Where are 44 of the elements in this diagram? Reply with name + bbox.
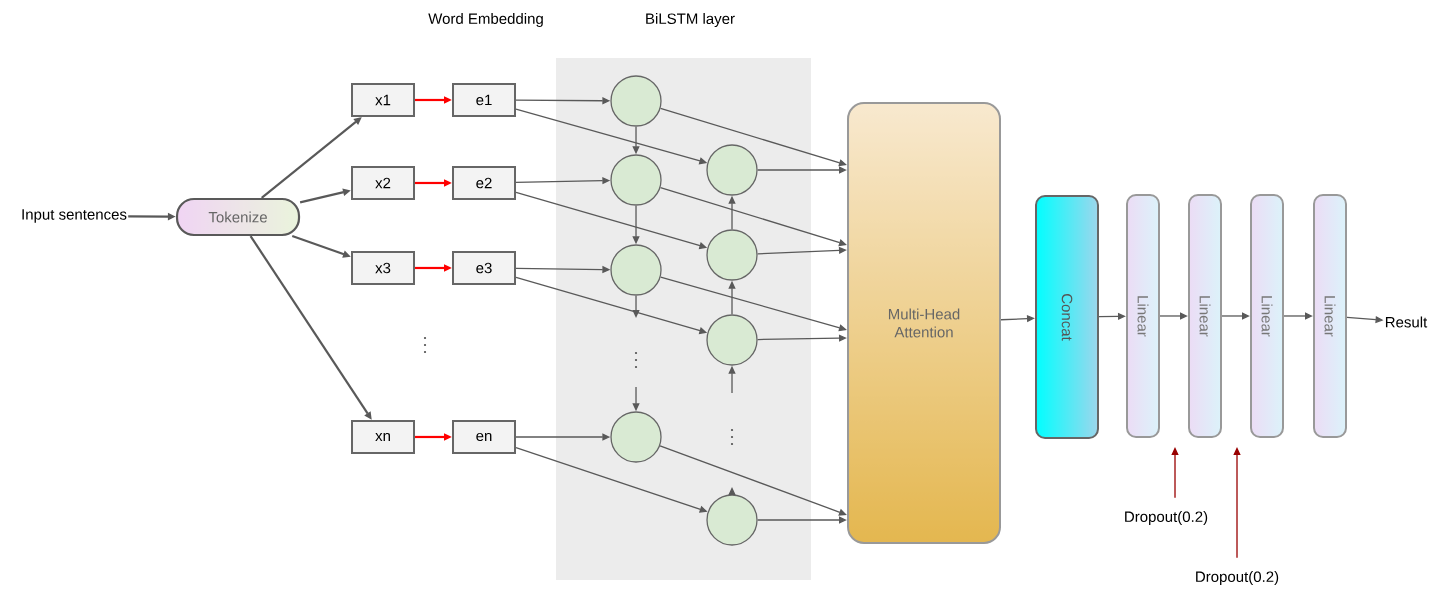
attention-block: Multi-Head Attention	[847, 102, 1001, 544]
node-label: BiLSTM layer	[646, 13, 735, 27]
lstm-cell-circle	[610, 411, 662, 463]
token-box: x1	[351, 83, 415, 117]
arrow	[1233, 447, 1241, 559]
arrow	[1283, 312, 1313, 320]
arrow	[660, 276, 847, 332]
arrow	[1159, 312, 1188, 320]
token-box: xn	[351, 420, 415, 454]
lstm-cell-circle	[610, 75, 662, 127]
text-label: Result	[1385, 316, 1428, 328]
token-box: en	[452, 420, 516, 454]
lstm-cell-circle	[706, 494, 758, 546]
token-box: x2	[351, 166, 415, 200]
linear-block: Linear	[1188, 194, 1222, 438]
lstm-cell-circle	[706, 229, 758, 281]
arrow	[757, 334, 847, 342]
linear-block: Linear	[1126, 194, 1160, 438]
arrow	[728, 487, 736, 496]
linear-block: Linear	[1250, 194, 1284, 438]
heading-label: Word Embedding	[428, 13, 543, 27]
text-label: Dropout(0.2)	[1125, 511, 1208, 525]
arrow	[1221, 312, 1250, 320]
arrow	[757, 246, 847, 255]
lstm-cell-circle	[610, 244, 662, 296]
text-label: Input sentences	[22, 209, 127, 223]
linear-block: Linear	[1313, 194, 1347, 438]
arrow	[757, 516, 847, 524]
token-box: e1	[452, 83, 516, 117]
arrow	[1098, 312, 1126, 320]
arrow	[659, 186, 847, 247]
arrow	[757, 166, 847, 174]
token-box: x3	[351, 251, 415, 285]
lstm-cell-circle	[706, 314, 758, 366]
token-box: e3	[452, 251, 516, 285]
text-label: Dropout(0.2)	[1196, 571, 1279, 585]
token-box: e2	[452, 166, 516, 200]
lstm-cell-circle	[706, 144, 758, 196]
process-pill: Tokenize	[175, 197, 301, 237]
arrow	[1171, 447, 1179, 499]
lstm-cell-circle	[610, 154, 662, 206]
arrow	[659, 107, 847, 167]
arrow	[659, 445, 847, 516]
concat-block: Concat	[1035, 195, 1099, 439]
